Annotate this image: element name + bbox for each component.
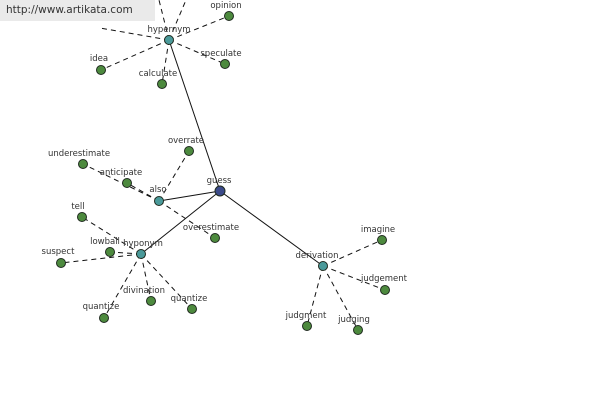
edge-guess-hypernym	[168, 39, 221, 192]
term-node-judgement[interactable]	[380, 285, 390, 295]
edge-hypernym-calculate	[161, 39, 170, 85]
edge-hypernym-opinion	[168, 15, 230, 41]
term-label-quantize: quantize	[171, 294, 208, 304]
term-node-quantize[interactable]	[99, 313, 109, 323]
edge-hypernym-offscreen	[158, 0, 170, 41]
term-label-tell: tell	[71, 202, 84, 212]
edge-also-overestimate	[158, 200, 216, 239]
term-label-anticipate: anticipate	[100, 168, 143, 178]
relation-node-hypernym[interactable]	[164, 35, 174, 45]
watermark-url: http://www.artikata.com	[0, 0, 155, 21]
term-node-speculate[interactable]	[220, 59, 230, 69]
edge-derivation-judgement	[322, 265, 386, 291]
term-label-lowball: lowball	[90, 237, 120, 247]
relation-label-also: also	[149, 185, 166, 195]
term-label-calculate: calculate	[139, 69, 177, 79]
term-node-anticipate[interactable]	[122, 178, 132, 188]
term-node-suspect[interactable]	[56, 258, 66, 268]
term-label-overrate: overrate	[168, 136, 204, 146]
term-node-tell[interactable]	[77, 212, 87, 222]
edge-hyponym-tell	[81, 216, 142, 255]
edge-also-overrate	[158, 150, 190, 202]
term-label-suspect: suspect	[42, 247, 76, 257]
term-label-underestimate: underestimate	[48, 149, 110, 159]
relation-node-derivation[interactable]	[318, 261, 328, 271]
edge-hyponym-quantize	[140, 253, 193, 310]
edge-hypernym-offscreen	[168, 0, 187, 41]
relation-label-derivation: derivation	[295, 251, 338, 261]
edge-derivation-imagine	[322, 239, 383, 267]
edge-hypernym-offscreen	[99, 27, 170, 41]
root-label: guess	[207, 176, 232, 186]
edge-hyponym-quantize	[103, 253, 142, 319]
edge-derivation-judgment	[306, 265, 324, 327]
term-node-overestimate[interactable]	[210, 233, 220, 243]
relation-node-hyponym[interactable]	[136, 249, 146, 259]
term-label-quantize: quantize	[83, 302, 120, 312]
term-node-judgment[interactable]	[302, 321, 312, 331]
term-label-judgment: judgment	[285, 311, 327, 321]
term-label-judgement: judgement	[360, 274, 408, 284]
edge-hypernym-idea	[100, 39, 170, 71]
relation-label-hypernym: hypernym	[147, 25, 190, 35]
edge-hyponym-suspect	[60, 253, 142, 264]
term-node-idea[interactable]	[96, 65, 106, 75]
term-label-judging: judging	[337, 315, 370, 325]
edge-guess-also	[158, 190, 221, 202]
edge-hyponym-divination	[140, 253, 152, 302]
term-node-quantize[interactable]	[187, 304, 197, 314]
relation-label-hyponym: hyponym	[123, 239, 163, 249]
relation-node-also[interactable]	[154, 196, 164, 206]
term-node-imagine[interactable]	[377, 235, 387, 245]
term-node-lowball[interactable]	[105, 247, 115, 257]
term-label-speculate: speculate	[200, 49, 241, 59]
term-node-calculate[interactable]	[157, 79, 167, 89]
edge-hypernym-speculate	[168, 39, 226, 65]
term-node-opinion[interactable]	[224, 11, 234, 21]
term-label-opinion: opinion	[210, 1, 241, 11]
term-label-overestimate: overestimate	[183, 223, 239, 233]
term-label-divination: divination	[123, 286, 165, 296]
edge-guess-derivation	[219, 190, 324, 267]
term-node-judging[interactable]	[353, 325, 363, 335]
term-label-imagine: imagine	[361, 225, 395, 235]
edge-derivation-judging	[322, 265, 359, 331]
edge-also-anticipate	[126, 182, 160, 202]
term-node-underestimate[interactable]	[78, 159, 88, 169]
root-node-guess[interactable]	[214, 185, 226, 197]
term-label-idea: idea	[90, 54, 108, 64]
term-node-overrate[interactable]	[184, 146, 194, 156]
edge-guess-hyponym	[140, 190, 221, 255]
term-node-divination[interactable]	[146, 296, 156, 306]
